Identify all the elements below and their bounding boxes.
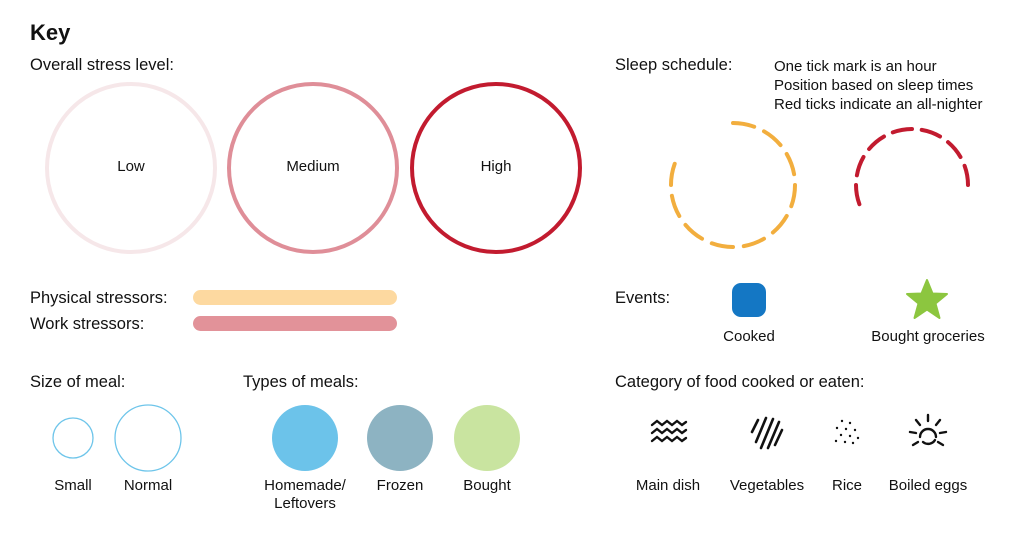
sleep-tick (683, 222, 704, 241)
sleep-tick (770, 214, 789, 235)
work-stressors-bar (193, 316, 397, 331)
meal-size-small-circle (52, 417, 94, 459)
stress-medium-circle (227, 82, 399, 254)
food-rice-label: Rice (831, 477, 862, 494)
meal-types-heading: Types of meals: (243, 373, 359, 391)
sleep-tick (890, 127, 914, 135)
physical-stressors-label: Physical stressors: (30, 289, 168, 307)
stress-high-label: High (480, 158, 512, 175)
sleep-tick (946, 140, 963, 159)
meal-type-frozen-dot (367, 405, 433, 471)
sleep-tick (854, 155, 866, 178)
key-title: Key (30, 20, 71, 45)
sleep-tick (962, 163, 970, 187)
sleep-heading: Sleep schedule: (615, 56, 733, 74)
meal-type-frozen-label: Frozen (376, 477, 424, 494)
sleep-tick (789, 183, 798, 209)
sleep-note-3: Red ticks indicate an all-nighter (774, 96, 983, 113)
sleep-tick (741, 236, 766, 249)
sleep-tick (668, 161, 677, 187)
sun-rays-icon (908, 413, 948, 447)
sleep-tick (854, 183, 862, 207)
meal-type-homemade-label-2: Leftovers (274, 495, 336, 512)
food-category-heading: Category of food cooked or eaten: (615, 373, 865, 391)
sleep-tick (919, 127, 942, 139)
sleep-note-2: Position based on sleep times (774, 77, 974, 94)
cooked-icon (732, 283, 766, 317)
star-icon (906, 279, 948, 319)
meal-type-homemade-dot (272, 405, 338, 471)
meal-type-bought-label: Bought (463, 477, 511, 494)
work-stressors-label: Work stressors: (30, 315, 145, 333)
diagonal-lines-icon (750, 416, 784, 450)
meal-type-homemade-label-1: Homemade/ (264, 477, 346, 494)
stress-low-label: Low (117, 158, 145, 175)
sleep-tick (669, 193, 682, 218)
food-boiled-eggs-label: Boiled eggs (888, 477, 968, 494)
meal-size-normal-circle (114, 404, 182, 472)
food-main-dish-label: Main dish (635, 477, 701, 494)
meal-size-heading: Size of meal: (30, 373, 126, 391)
sleep-ticks-allnighter (854, 127, 970, 207)
stress-medium-label: Medium (286, 158, 340, 175)
events-heading: Events: (615, 289, 671, 307)
stress-high-circle (410, 82, 582, 254)
wavy-lines-icon (650, 419, 688, 443)
bought-groceries-label: Bought groceries (871, 328, 985, 345)
sleep-tick (867, 134, 886, 151)
sleep-tick (709, 241, 735, 250)
dots-icon (834, 419, 860, 445)
physical-stressors-bar (193, 290, 397, 305)
stress-heading: Overall stress level: (30, 56, 174, 74)
sleep-tick (731, 120, 757, 129)
sleep-tick (762, 129, 783, 148)
sleep-tick (784, 152, 797, 177)
cooked-label: Cooked (723, 328, 775, 345)
meal-type-bought-dot (454, 405, 520, 471)
food-vegetables-label: Vegetables (729, 477, 805, 494)
meal-size-normal-label: Normal (123, 477, 173, 494)
sleep-note-1: One tick mark is an hour (774, 58, 937, 75)
meal-size-small-label: Small (54, 477, 92, 494)
sleep-ticks-normal (668, 120, 798, 250)
stress-low-circle (45, 82, 217, 254)
